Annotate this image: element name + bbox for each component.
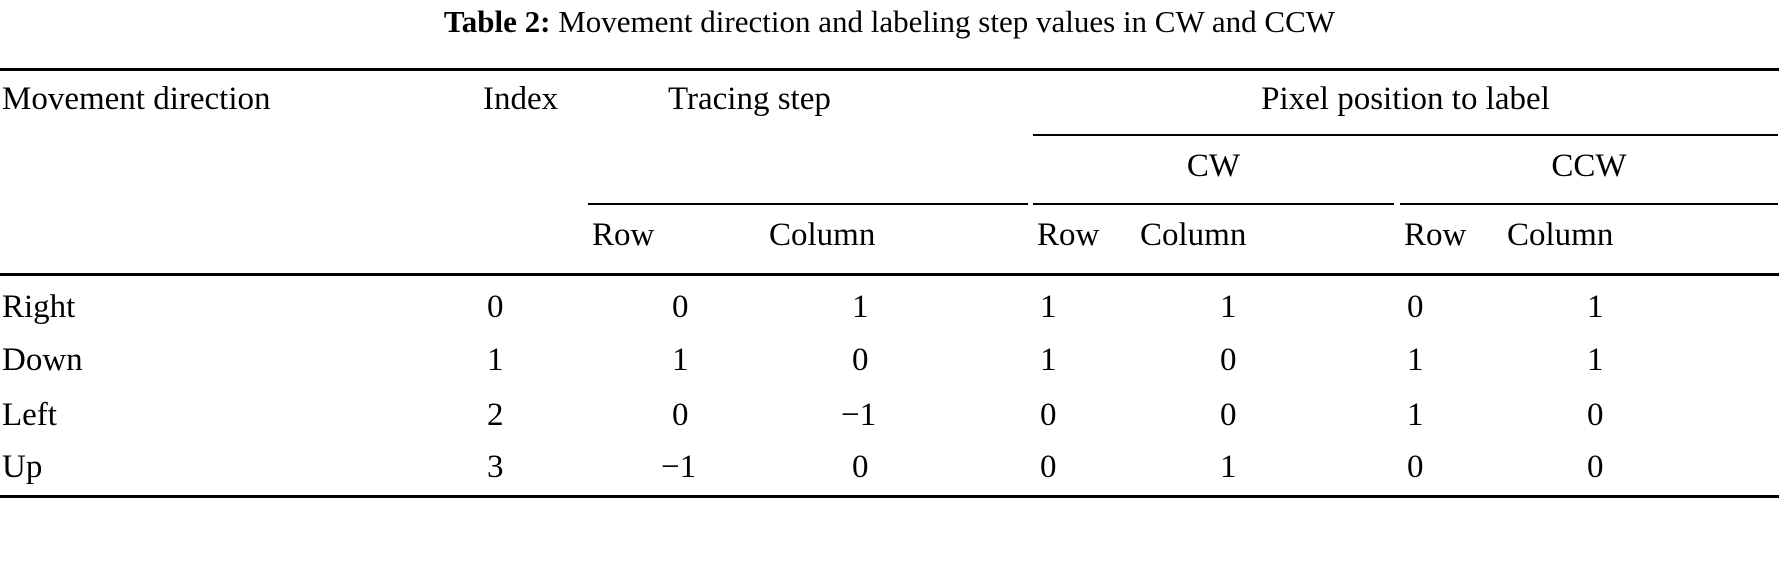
cell-ccw-row: 0: [1407, 289, 1424, 325]
rule-bottom: [0, 495, 1779, 498]
table-caption: Table 2: Movement direction and labeling…: [0, 2, 1779, 42]
rule-cw-group: [1033, 203, 1394, 205]
header-pixel-position-to-label: Pixel position to label: [1261, 81, 1550, 117]
cell-index: 2: [487, 397, 504, 433]
header-tracing-step: Tracing step: [668, 81, 831, 117]
cell-ccw-column: 0: [1587, 449, 1604, 485]
cell-direction: Down: [2, 342, 83, 378]
cell-cw-column: 1: [1220, 289, 1237, 325]
cell-cw-row: 1: [1040, 342, 1057, 378]
cell-tracing-column: −1: [841, 397, 877, 433]
header-ccw-column: Column: [1507, 217, 1614, 253]
cell-direction: Left: [2, 397, 57, 433]
caption-text: Movement direction and labeling step val…: [558, 4, 1336, 39]
cell-tracing-column: 1: [852, 289, 869, 325]
header-ccw: CCW: [1551, 148, 1627, 184]
cell-tracing-row: 0: [672, 289, 689, 325]
cell-tracing-row: −1: [661, 449, 697, 485]
cell-direction: Right: [2, 289, 76, 325]
cell-ccw-column: 1: [1587, 289, 1604, 325]
rule-header-body: [0, 273, 1779, 276]
cell-direction: Up: [2, 449, 43, 485]
cell-cw-row: 1: [1040, 289, 1057, 325]
cell-ccw-row: 1: [1407, 342, 1424, 378]
cell-cw-row: 0: [1040, 449, 1057, 485]
cell-index: 3: [487, 449, 504, 485]
header-tracing-column: Column: [769, 217, 876, 253]
header-movement-direction: Movement direction: [2, 81, 271, 117]
header-cw: CW: [1186, 148, 1241, 184]
caption-label: Table 2:: [443, 4, 551, 39]
rule-tracing-step-group: [588, 203, 1028, 205]
rule-pixel-position-group: [1033, 134, 1778, 136]
header-index: Index: [483, 81, 559, 117]
cell-index: 0: [487, 289, 504, 325]
cell-cw-column: 1: [1220, 449, 1237, 485]
cell-ccw-column: 0: [1587, 397, 1604, 433]
header-tracing-row: Row: [592, 217, 655, 253]
rule-top: [0, 68, 1779, 71]
cell-cw-row: 0: [1040, 397, 1057, 433]
cell-cw-column: 0: [1220, 342, 1237, 378]
cell-ccw-column: 1: [1587, 342, 1604, 378]
cell-tracing-column: 0: [852, 449, 869, 485]
cell-tracing-column: 0: [852, 342, 869, 378]
header-ccw-row: Row: [1404, 217, 1467, 253]
cell-ccw-row: 0: [1407, 449, 1424, 485]
header-cw-row: Row: [1037, 217, 1100, 253]
cell-index: 1: [487, 342, 504, 378]
cell-tracing-row: 0: [672, 397, 689, 433]
rule-ccw-group: [1400, 203, 1778, 205]
header-cw-column: Column: [1140, 217, 1247, 253]
cell-cw-column: 0: [1220, 397, 1237, 433]
cell-tracing-row: 1: [672, 342, 689, 378]
cell-ccw-row: 1: [1407, 397, 1424, 433]
